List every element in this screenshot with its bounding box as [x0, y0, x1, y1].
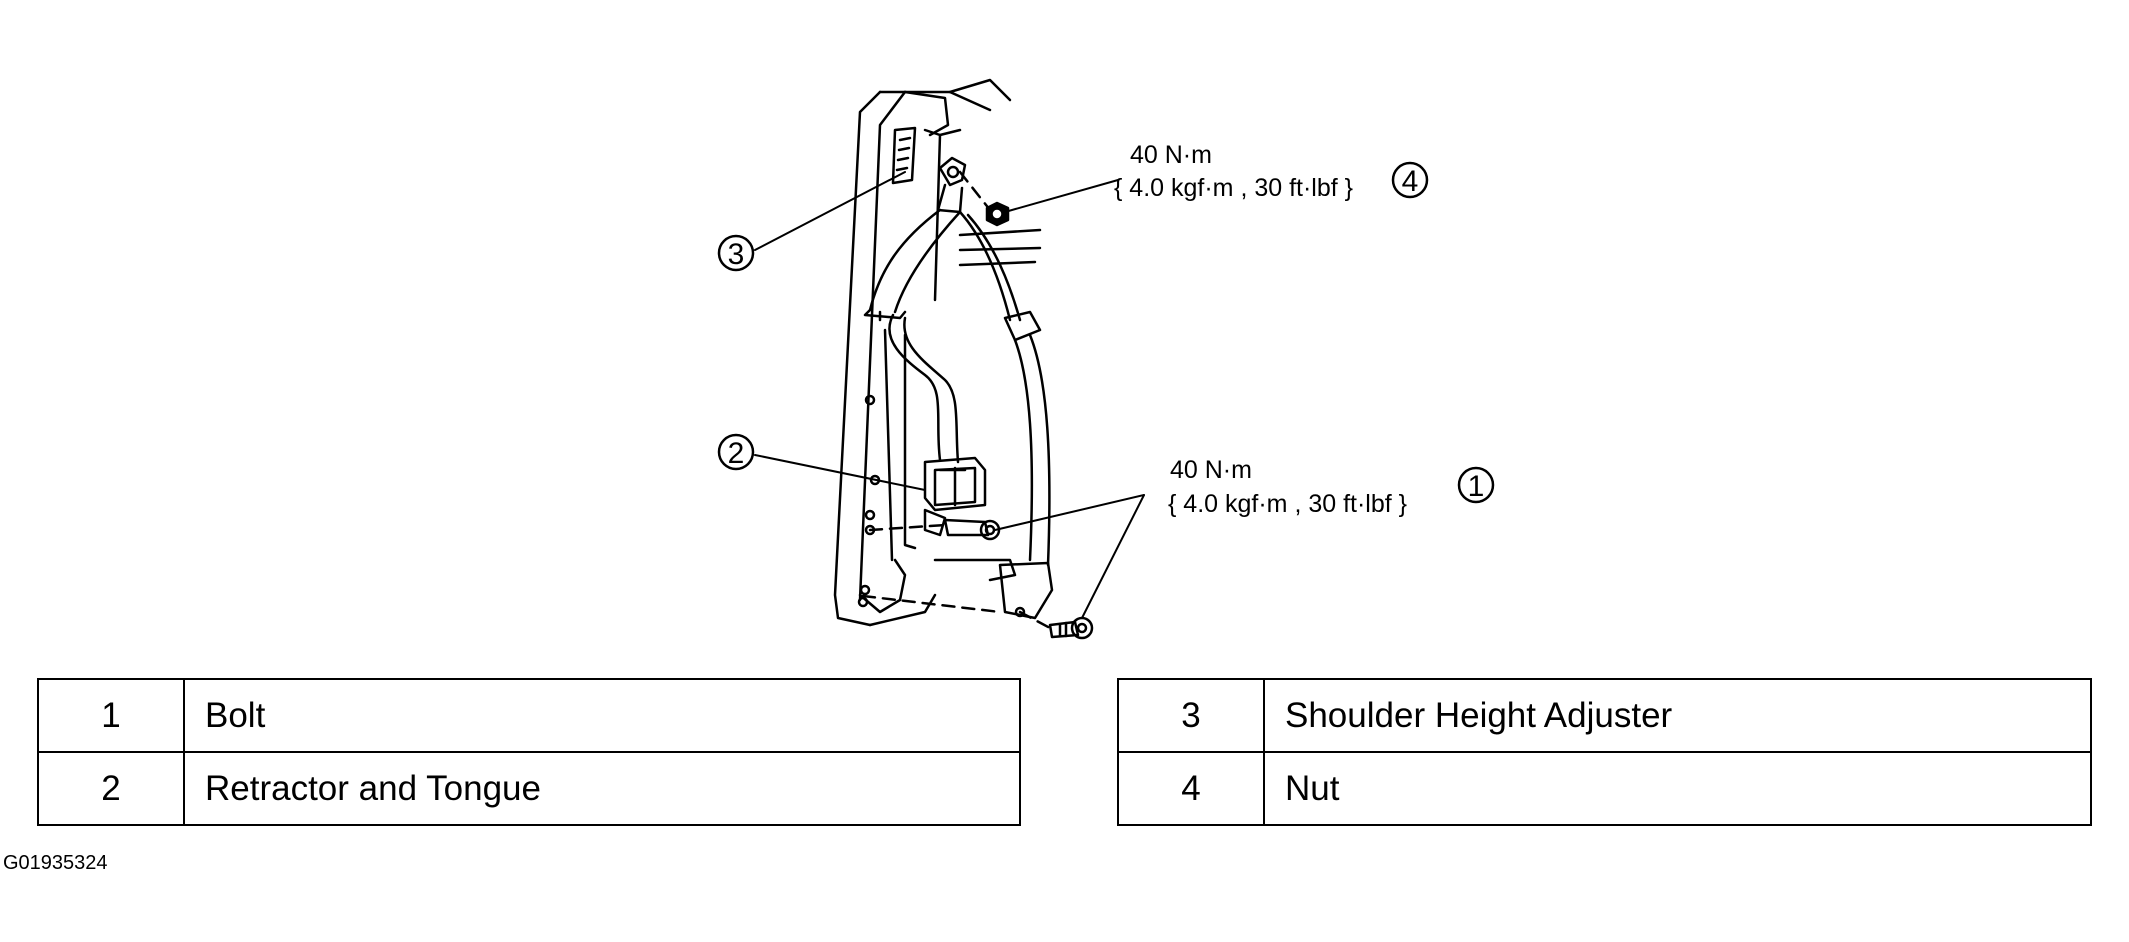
legend-number: 1 — [37, 678, 185, 753]
legend-number: 2 — [37, 751, 185, 826]
torque-nm-4: 40 N·m — [1130, 141, 1212, 169]
callout-circle-2 — [717, 433, 755, 471]
legend-label: Shoulder Height Adjuster — [1263, 678, 2092, 753]
torque-spec-4: { 4.0 kgf·m , 30 ft·lbf } — [1114, 174, 1353, 202]
leader-lines — [754, 171, 1145, 619]
legend-number: 4 — [1117, 751, 1265, 826]
torque-spec-1: { 4.0 kgf·m , 30 ft·lbf } — [1168, 490, 1407, 518]
alignment-lines — [861, 170, 1052, 630]
legend-row: 3 Shoulder Height Adjuster — [1117, 678, 2092, 753]
legend-label: Retractor and Tongue — [183, 751, 1021, 826]
bolt-lower-anchor — [1048, 616, 1094, 640]
pillar-frame — [833, 78, 1012, 627]
adjuster-track — [891, 126, 962, 302]
callout-number-3: 3 — [728, 238, 745, 271]
legend-row: 1 Bolt — [37, 678, 1021, 753]
legend-row: 4 Nut — [1117, 751, 2092, 826]
callout-number-2: 2 — [728, 437, 745, 470]
retractor — [923, 456, 987, 537]
seat-belt-diagram: 4 3 2 1 40 N·m { 4.0 kgf·m , 30 ft·lbf }… — [717, 78, 1495, 640]
legend-label: Nut — [1263, 751, 2092, 826]
legend-table-right: 3 Shoulder Height Adjuster 4 Nut — [1117, 678, 2092, 826]
legend-number: 3 — [1117, 678, 1265, 753]
callout-number-1: 1 — [1468, 470, 1485, 503]
torque-nm-1: 40 N·m — [1170, 456, 1252, 484]
legend-table-left: 1 Bolt 2 Retractor and Tongue — [37, 678, 1021, 826]
callout-circle-3 — [717, 234, 755, 272]
callout-circle-1 — [1457, 466, 1495, 504]
nut — [985, 201, 1010, 227]
body-structure — [933, 228, 1042, 582]
callout-circle-4 — [1391, 161, 1429, 199]
shoulder-height-adjuster — [936, 156, 967, 214]
legend-row: 2 Retractor and Tongue — [37, 751, 1021, 826]
figure-id: G01935324 — [3, 852, 108, 874]
bolt-retractor — [943, 518, 1001, 541]
legend-label: Bolt — [183, 678, 1021, 753]
callout-number-4: 4 — [1402, 165, 1419, 198]
